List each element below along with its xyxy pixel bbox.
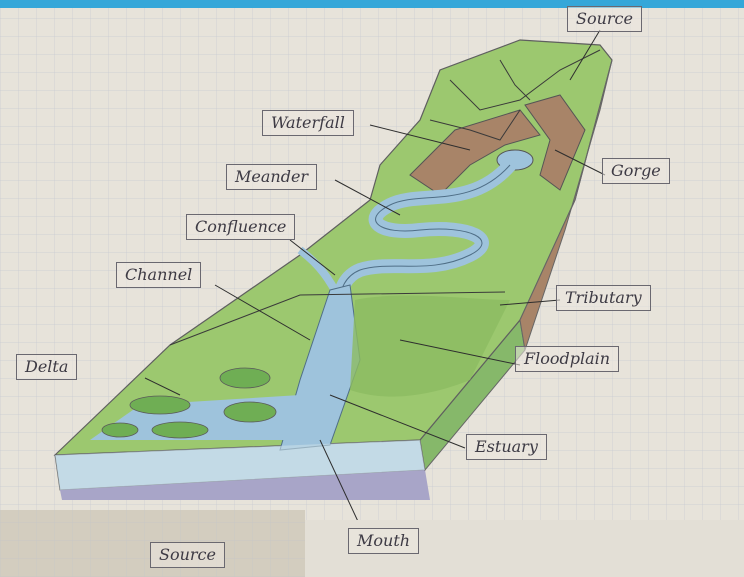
delta-island (130, 396, 190, 414)
label-confluence: Confluence (186, 214, 295, 240)
label-floodplain: Floodplain (515, 346, 619, 372)
label-gorge: Gorge (602, 158, 670, 184)
delta-island (152, 422, 208, 438)
delta-island (224, 402, 276, 422)
label-waterfall: Waterfall (262, 110, 354, 136)
delta-island (102, 423, 138, 437)
label-source-inset: Source (150, 542, 225, 568)
label-mouth: Mouth (348, 528, 419, 554)
label-source: Source (567, 6, 642, 32)
label-delta: Delta (16, 354, 77, 380)
delta-island (220, 368, 270, 388)
label-meander: Meander (226, 164, 317, 190)
label-estuary: Estuary (466, 434, 547, 460)
label-tributary: Tributary (556, 285, 651, 311)
label-channel: Channel (116, 262, 201, 288)
